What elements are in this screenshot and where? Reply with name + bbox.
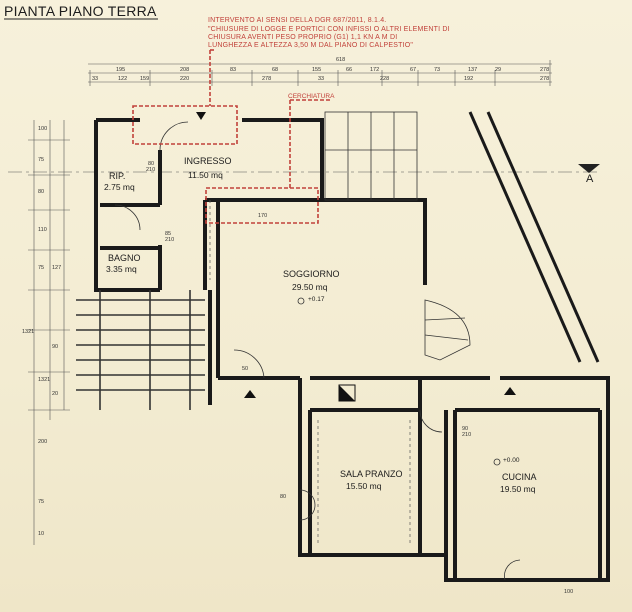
section-marker-left [244, 390, 256, 398]
regulation-note-line-4: LUNGHEZZA E ALTEZZA 3,50 M DAL PIANO DI … [208, 42, 414, 49]
top-dim-r3-7: 192 [464, 76, 474, 82]
top-dim-r3-6: 228 [380, 76, 390, 82]
left-dim-11: 75 [38, 499, 45, 505]
regulation-note-line-2: "CHIUSURE DI LOGGE E PORTICI CON INFISSI… [208, 26, 450, 33]
left-dim-6: 1321 [22, 329, 35, 335]
cerchiatura-label: CERCHIATURA [288, 93, 335, 100]
left-dim-5: 127 [52, 265, 62, 271]
top-dimension-lines [88, 60, 552, 86]
section-label: A [586, 173, 594, 185]
walls [94, 118, 610, 582]
left-dim-1: 75 [38, 157, 45, 163]
top-dim-r3-3: 220 [180, 76, 190, 82]
top-dim-r2-11: 278 [540, 67, 550, 73]
top-dim-r2-2: 83 [230, 67, 237, 73]
inner-dim-5: 50 [242, 366, 249, 372]
left-dim-0: 100 [38, 126, 48, 132]
top-dim-total: 618 [336, 57, 346, 63]
left-dim-7: 90 [52, 344, 59, 350]
inner-dim-6: 90 [462, 426, 469, 432]
top-dim-r2-3: 68 [272, 67, 279, 73]
room-rip-area: 2.75 mq [104, 182, 135, 192]
left-dim-12: 10 [38, 531, 45, 537]
room-rip-name: RIP. [109, 171, 126, 181]
entrance-marker [196, 112, 206, 120]
inner-dim-1: 210 [146, 167, 156, 173]
spiral-stair [424, 299, 471, 361]
top-dim-r2-7: 67 [410, 67, 417, 73]
room-soggiorno-area: 29.50 mq [292, 282, 328, 292]
left-dim-2: 80 [38, 189, 45, 195]
room-cucina-area: 19.50 mq [500, 484, 536, 494]
top-dim-r2-8: 73 [434, 67, 441, 73]
inner-dim-7: 210 [462, 432, 472, 438]
left-dim-8: 1321 [38, 377, 51, 383]
level-marks [297, 297, 501, 466]
top-dim-r2-10: 29 [495, 67, 502, 73]
room-bagno-area: 3.35 mq [106, 264, 137, 274]
chimney-symbol [338, 384, 356, 402]
top-dim-r2-4: 155 [312, 67, 322, 73]
dashed-lines [209, 200, 411, 545]
top-dim-r2-5: 66 [346, 67, 353, 73]
room-ingresso-area: 11.50 mq [188, 170, 223, 180]
left-dim-4: 75 [38, 265, 45, 271]
room-sala-pranzo-area: 15.50 mq [346, 481, 382, 491]
top-dim-r3-1: 122 [118, 76, 128, 82]
porch-steps [324, 111, 418, 201]
inner-dim-3: 85 [165, 231, 172, 237]
room-soggiorno-name: SOGGIORNO [283, 269, 340, 279]
room-soggiorno-level: +0.17 [308, 296, 325, 303]
left-dim-10: 200 [38, 439, 48, 445]
regulation-note-line-1: INTERVENTO AI SENSI DELLA DGR 687/2011, … [208, 17, 387, 24]
room-cucina-level: +0.00 [503, 457, 520, 464]
door-swings [114, 121, 521, 581]
inner-dim-0: 80 [148, 161, 155, 167]
top-dim-r3-2: 159 [140, 76, 150, 82]
regulation-note-line-3: CHIUSURA AVENTI PESO PROPRIO (G1) 1,1 KN… [208, 34, 398, 41]
top-dim-r3-0: 33 [92, 76, 99, 82]
top-dim-r3-5: 33 [318, 76, 325, 82]
plan-title: PIANTA PIANO TERRA [4, 3, 157, 19]
left-dim-3: 110 [38, 227, 47, 233]
top-dim-r2-9: 137 [468, 67, 478, 73]
left-dimension-lines [28, 120, 70, 545]
room-sala-pranzo-name: SALA PRANZO [340, 469, 403, 479]
top-dim-r3-4: 278 [262, 76, 272, 82]
top-dim-r2-0: 195 [116, 67, 126, 73]
highlighted-areas [132, 49, 330, 224]
section-line-a [8, 164, 600, 173]
room-cucina-name: CUCINA [502, 472, 537, 482]
section-marker-right [504, 387, 516, 395]
room-bagno-name: BAGNO [108, 253, 141, 263]
top-dim-r3-8: 278 [540, 76, 550, 82]
left-dim-9: 20 [52, 391, 59, 397]
inner-dim-8: 80 [280, 494, 287, 500]
inner-dim-4: 210 [165, 237, 175, 243]
top-dim-r2-1: 208 [180, 67, 190, 73]
pergola-beams [76, 290, 205, 410]
room-ingresso-name: INGRESSO [184, 156, 232, 166]
inner-dim-9: 100 [564, 589, 574, 595]
top-dim-r2-6: 172 [370, 67, 380, 73]
side-ramp [468, 111, 600, 363]
inner-dim-2: 170 [258, 213, 268, 219]
